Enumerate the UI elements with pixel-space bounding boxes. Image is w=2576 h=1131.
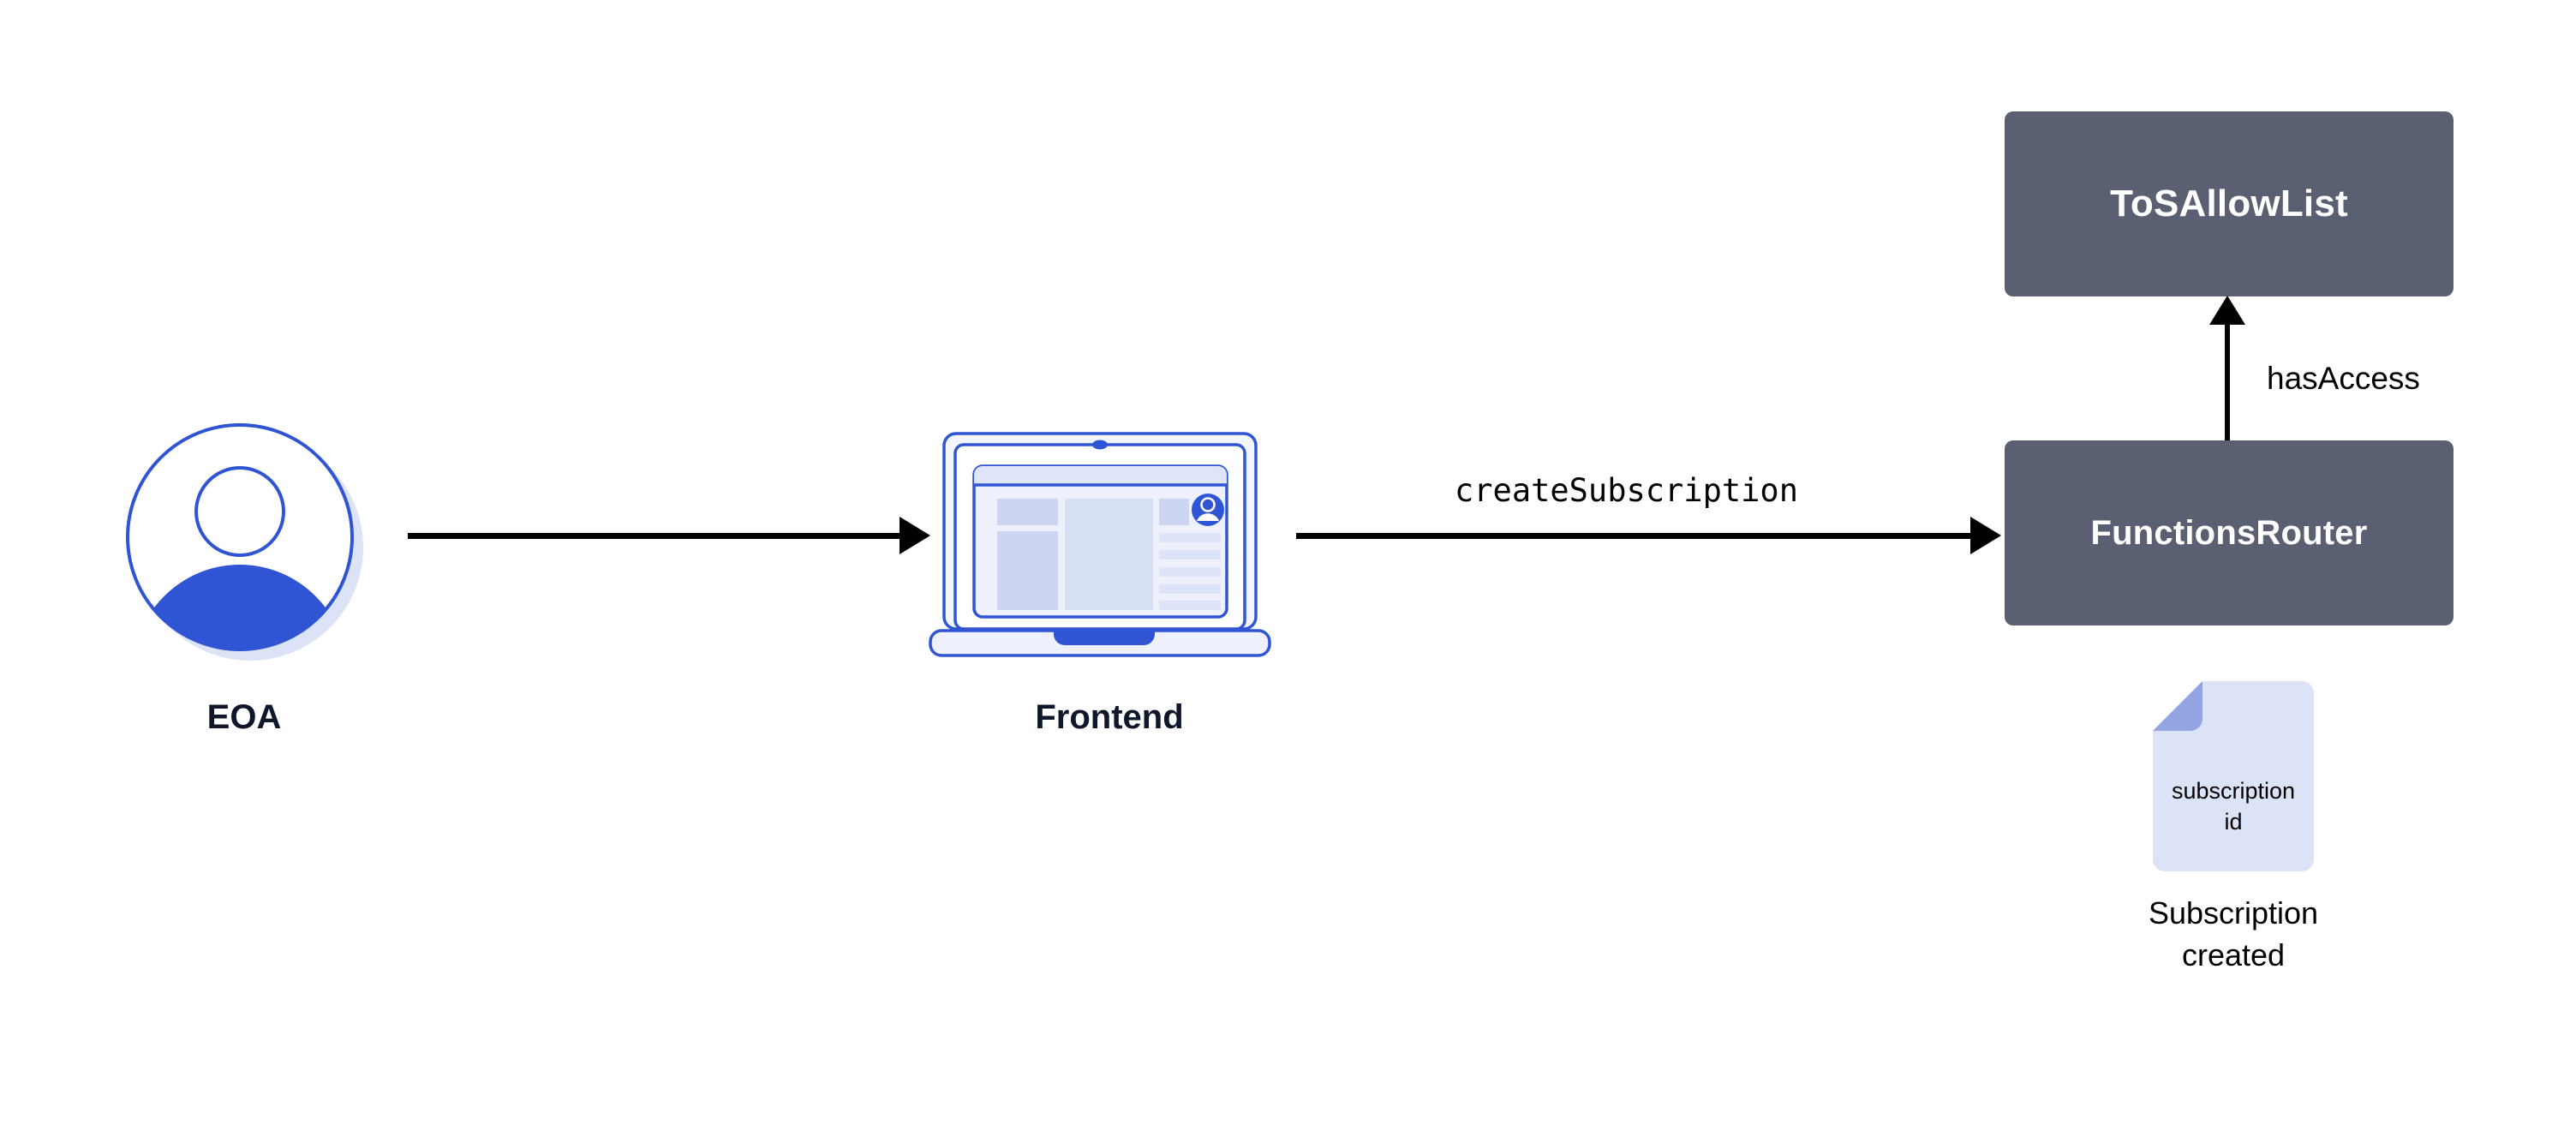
file-icon-label: subscription id (2151, 775, 2316, 838)
edge-label-has-access: hasAccess (2267, 361, 2420, 396)
node-label-tos-allowlist: ToSAllowList (2110, 183, 2348, 224)
subscription-created-caption: Subscription created (2056, 893, 2411, 976)
edge-label-create-subscription: createSubscription (1455, 472, 1798, 509)
node-tos-allowlist[interactable]: ToSAllowList (2005, 111, 2453, 296)
file-document-icon (2153, 681, 2314, 871)
subscription-created-line2: created (2181, 937, 2286, 972)
subscription-created-line1: Subscription (2148, 895, 2319, 931)
laptop-icon (925, 428, 1294, 668)
node-label-functions-router: FunctionsRouter (2090, 513, 2368, 552)
node-label-eoa: EOA (206, 698, 282, 736)
node-functions-router[interactable]: FunctionsRouter (2005, 440, 2453, 625)
file-icon-label-line1: subscription (2171, 778, 2296, 804)
file-icon-label-line2: id (2224, 809, 2243, 835)
user-avatar-icon (120, 417, 368, 666)
node-label-frontend: Frontend (1035, 698, 1184, 736)
